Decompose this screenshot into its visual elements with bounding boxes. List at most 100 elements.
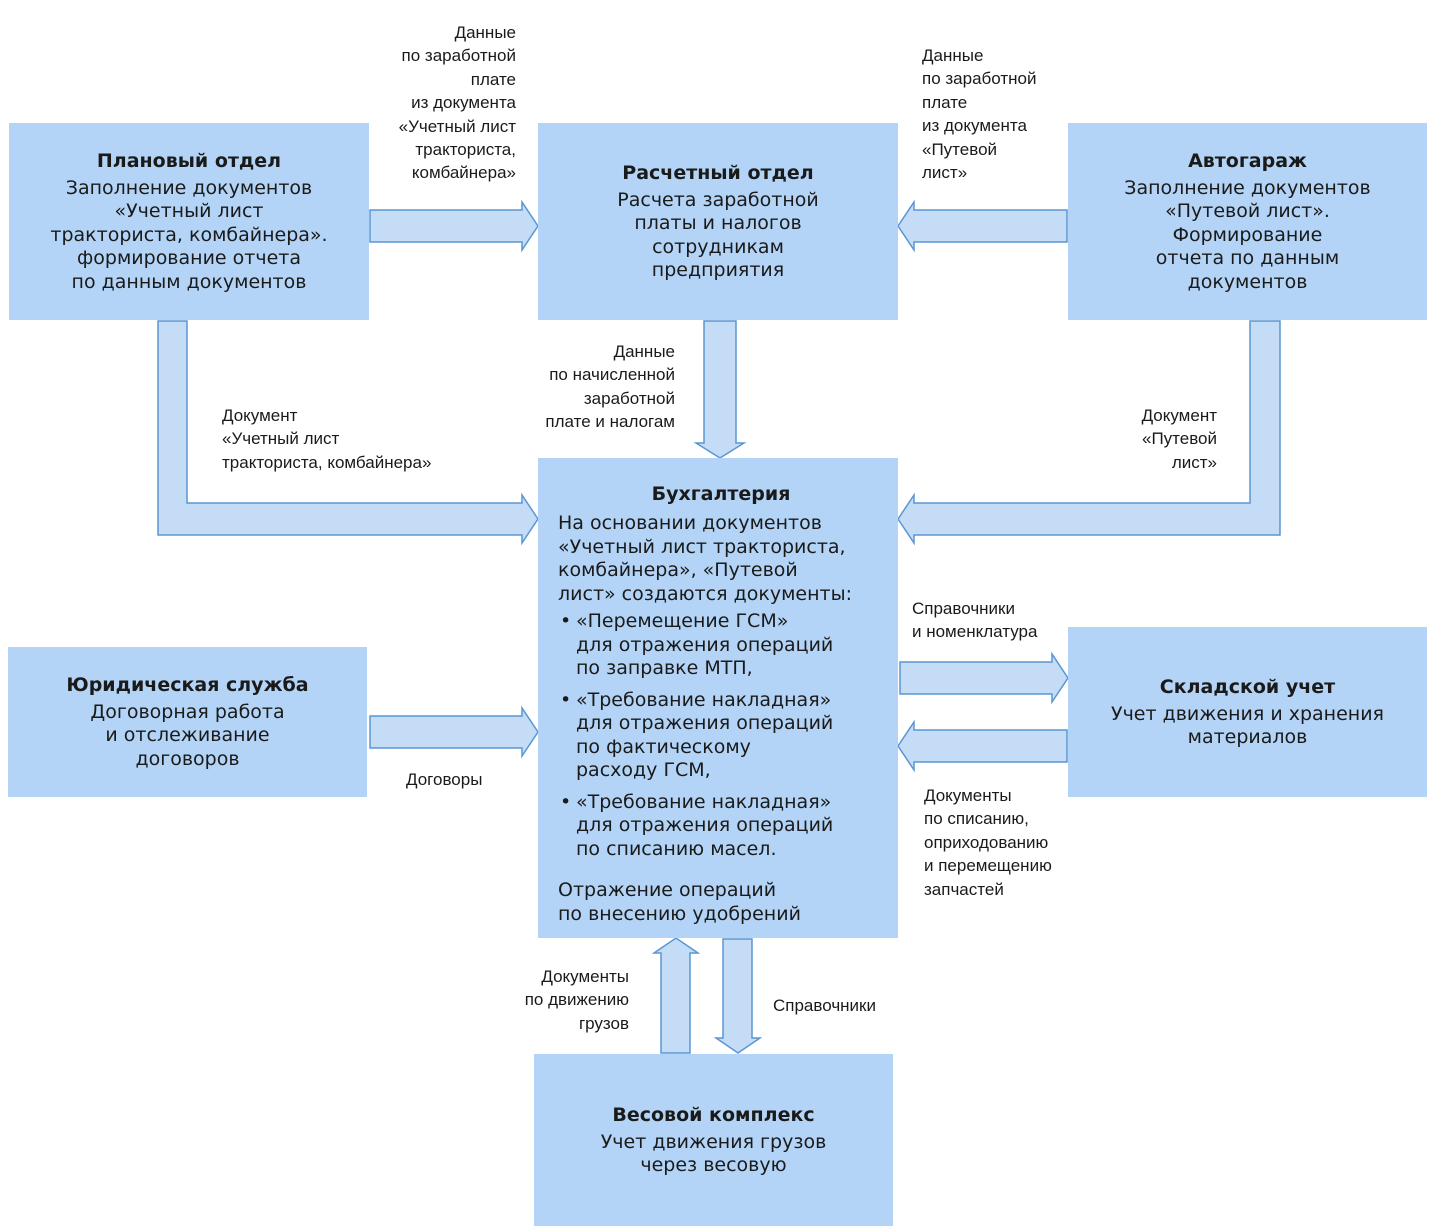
box-weighing-complex: Весовой комплекс Учет движения грузов че… (534, 1054, 893, 1226)
label-line: по заработной (401, 46, 516, 66)
box-line: «Перемещение ГСМ» (576, 610, 789, 632)
box-warehouse: Складской учет Учет движения и хранения … (1068, 627, 1427, 797)
label-line: заработной (583, 388, 675, 408)
label-line: лист» (922, 163, 968, 183)
box-line: Отражение операций (558, 879, 777, 901)
box-garage: Автогараж Заполнение документов «Путевой… (1068, 123, 1427, 320)
label-garage-to-accounting: Документ «Путевой лист» (1142, 404, 1217, 474)
box-line: Формирование (1172, 223, 1323, 246)
box-line: по внесению удобрений (558, 902, 801, 925)
label-line: из документа (922, 116, 1027, 136)
box-line: по фактическому (576, 735, 751, 758)
box-line: «Учетный лист (114, 200, 264, 223)
label-line: «Путевой (922, 139, 998, 159)
box-body: Учет движения грузов через весовую (601, 1131, 827, 1178)
label-line: Документ (1141, 406, 1217, 425)
label-line: лист» (1171, 452, 1217, 472)
label-line: Документы (541, 967, 629, 986)
arrow-planning-to-payroll (369, 199, 539, 253)
label-line: тракториста, (415, 140, 516, 160)
arrow-accounting-to-warehouse (899, 651, 1069, 705)
label-line: плате и налогам (545, 412, 675, 432)
label-weighing-to-accounting: Документы по движению грузов (525, 965, 629, 1035)
box-planning-department: Плановый отдел Заполнение документов «Уч… (9, 123, 369, 320)
label-line: по списанию, (924, 809, 1029, 829)
label-line: Договоры (406, 770, 483, 789)
box-line: по данным документов (71, 270, 307, 293)
box-line: «Требование накладная» (576, 688, 832, 711)
label-line: «Учетный лист (398, 116, 516, 136)
box-title: Расчетный отдел (622, 161, 814, 184)
label-line: оприходованию (924, 832, 1049, 852)
box-line: сотрудникам (652, 235, 784, 258)
label-line: и перемещению (924, 856, 1052, 876)
label-line: и номенклатура (912, 622, 1038, 642)
arrow-planning-to-accounting (157, 320, 539, 546)
label-legal-to-accounting: Договоры (406, 768, 482, 791)
box-line: платы и налогов (634, 212, 802, 234)
box-line: отчета по данным (1155, 247, 1340, 270)
box-line: комбайнера», «Путевой (558, 559, 798, 581)
box-line: и отслеживание (105, 724, 270, 747)
list-item: «Перемещение ГСМ» для отражения операций… (558, 610, 884, 681)
box-line: Заполнение документов (1124, 176, 1371, 199)
label-accounting-to-weighing: Справочники (773, 994, 876, 1017)
arrow-payroll-to-accounting (693, 320, 747, 459)
box-title: Автогараж (1188, 149, 1307, 172)
box-line: Заполнение документов (65, 176, 313, 199)
accounting-intro: На основании документов «Учетный лист тр… (558, 512, 884, 606)
label-warehouse-to-accounting: Документы по списанию, оприходованию и п… (924, 784, 1052, 901)
list-item: «Требование накладная» для отражения опе… (558, 791, 884, 862)
label-line: комбайнера» (411, 163, 516, 183)
box-line: для отражения операций (576, 633, 834, 656)
label-line: Данные (613, 342, 675, 361)
box-line: Договорная работа (90, 700, 285, 723)
box-title: Весовой комплекс (612, 1103, 815, 1126)
box-body: Договорная работа и отслеживание договор… (90, 701, 284, 772)
arrow-accounting-to-weighing (713, 938, 763, 1054)
box-line: для отражения операций (576, 712, 834, 734)
arrow-garage-to-accounting (897, 320, 1281, 546)
box-line: договоров (135, 747, 240, 770)
label-line: плате (470, 69, 516, 89)
label-accounting-to-warehouse: Справочники и номенклатура (912, 597, 1037, 644)
box-line: лист» создаются документы: (558, 582, 852, 605)
arrow-warehouse-to-accounting (897, 719, 1068, 773)
label-line: Документы (924, 786, 1012, 805)
box-line: материалов (1187, 726, 1308, 748)
box-line: Учет движения и хранения (1111, 702, 1384, 725)
label-planning-to-payroll: Данные по заработной плате из документа … (399, 21, 516, 185)
box-line: расходу ГСМ, (576, 759, 711, 781)
label-line: Данные (922, 46, 984, 65)
arrow-legal-to-accounting (369, 705, 539, 759)
label-line: Документ (222, 406, 298, 425)
accounting-document-list: «Перемещение ГСМ» для отражения операций… (558, 610, 884, 869)
arrow-garage-to-payroll (897, 199, 1068, 253)
label-line: Данные (454, 23, 516, 42)
label-line: плате (922, 92, 968, 112)
box-body: Учет движения и хранения материалов (1111, 703, 1384, 750)
box-line: «Учетный лист тракториста, (558, 535, 846, 558)
box-line: «Путевой лист». (1165, 200, 1330, 223)
box-line: предприятия (651, 259, 785, 281)
box-line: На основании документов (558, 512, 822, 534)
label-line: по заработной (922, 69, 1037, 89)
box-line: тракториста, комбайнера». (50, 223, 328, 246)
label-line: «Путевой (1141, 429, 1217, 449)
box-body: Заполнение документов «Путевой лист». Фо… (1124, 177, 1370, 295)
box-line: через весовую (640, 1154, 787, 1176)
box-line: для отражения операций (576, 814, 834, 836)
list-item: «Требование накладная» для отражения опе… (558, 689, 884, 783)
arrow-weighing-to-accounting (651, 937, 701, 1054)
label-line: из документа (411, 93, 516, 113)
box-line: «Требование накладная» (576, 790, 832, 813)
box-line: по заправке МТП, (576, 657, 753, 679)
label-line: Справочники (912, 599, 1015, 618)
label-planning-to-accounting: Документ «Учетный лист тракториста, комб… (222, 404, 431, 474)
label-line: по движению (524, 990, 629, 1010)
label-line: запчастей (924, 879, 1004, 899)
box-line: Расчета заработной (617, 188, 819, 211)
label-payroll-to-accounting: Данные по начисленной заработной плате и… (545, 340, 675, 434)
box-payroll-department: Расчетный отдел Расчета заработной платы… (538, 123, 898, 320)
